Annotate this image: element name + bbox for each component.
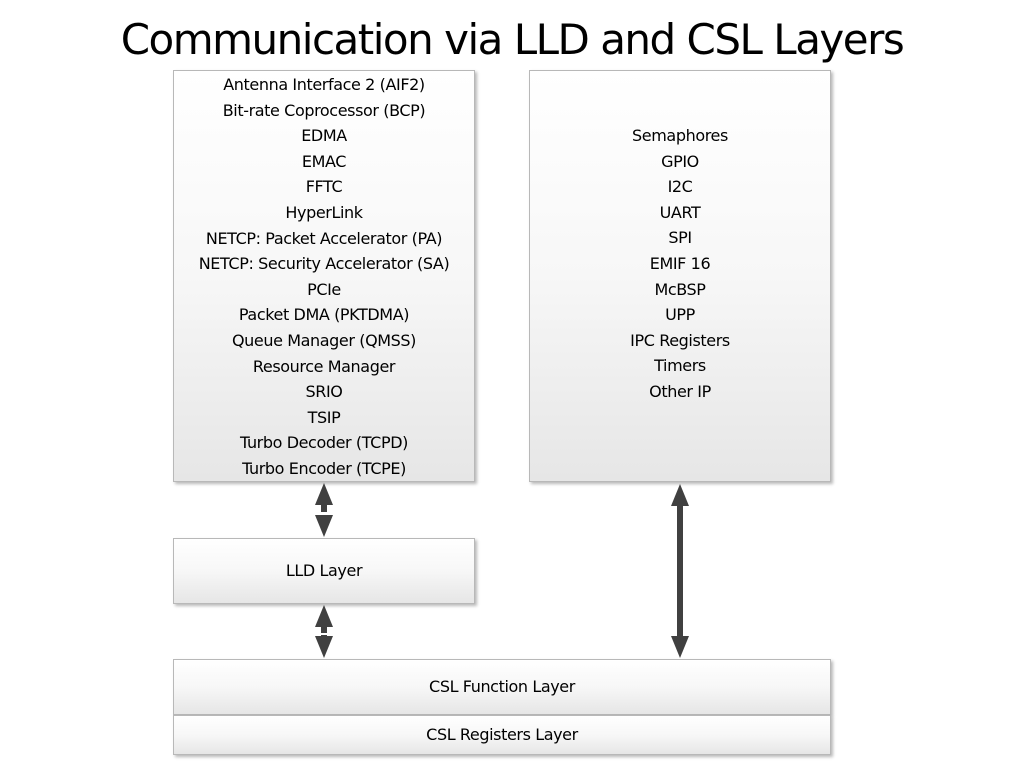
csl-function-layer-label: CSL Function Layer (429, 677, 575, 696)
peripheral-item: Turbo Decoder (TCPD) (240, 433, 408, 453)
peripheral-item: Turbo Encoder (TCPE) (242, 458, 406, 478)
arrow-head-down (671, 636, 689, 658)
csl-ip-item: IPC Registers (630, 330, 730, 350)
peripheral-item: Resource Manager (252, 356, 396, 376)
lld-layer-box: LLD Layer (173, 538, 475, 604)
csl-ip-item: EMIF 16 (649, 253, 711, 273)
peripheral-item: Bit-rate Coprocessor (BCP) (222, 100, 426, 120)
arrow-shaft-upper (321, 504, 327, 512)
peripherals-list: Antenna Interface 2 (AIF2) Bit-rate Copro… (174, 72, 474, 482)
arrow-shaft (677, 504, 683, 638)
csl-ip-item: Other IP (649, 381, 711, 401)
peripheral-item: TSIP (307, 407, 341, 427)
peripheral-item: Queue Manager (QMSS) (231, 330, 417, 350)
csl-registers-layer-label: CSL Registers Layer (426, 725, 578, 744)
peripheral-item: FFTC (305, 177, 343, 197)
peripheral-item: EDMA (301, 126, 347, 146)
page-title: Communication via LLD and CSL Layers (120, 15, 905, 64)
csl-ip-item: SPI (668, 228, 692, 248)
arrow-shaft-upper (321, 626, 327, 633)
peripherals-lld-arrow (315, 483, 333, 537)
arrow-head-up (315, 483, 333, 505)
peripherals-box: Antenna Interface 2 (AIF2) Bit-rate Copro… (173, 70, 475, 482)
csl-ip-item: UPP (665, 305, 695, 325)
csl-ip-item: Semaphores (632, 126, 728, 145)
csl-ip-item: Timers (654, 356, 706, 376)
peripheral-item: NETCP: Packet Accelerator (PA) (205, 228, 443, 248)
arrow-head-down (315, 515, 333, 537)
lld-csl-arrow (315, 605, 333, 658)
peripheral-item: NETCP: Security Accelerator (SA) (198, 254, 450, 274)
csl-ip-item: UART (659, 202, 701, 222)
csl-ip-item: I2C (667, 177, 693, 197)
arrow-head-down (315, 636, 333, 658)
csl-ip-item: GPIO (661, 151, 699, 171)
peripheral-item: HyperLink (285, 202, 363, 222)
peripheral-item: EMAC (301, 151, 347, 171)
peripheral-item: Packet DMA (PKTDMA) (238, 305, 410, 325)
peripheral-item: SRIO (305, 382, 343, 402)
peripheral-item: PCIe (307, 279, 341, 299)
lld-layer-label: LLD Layer (285, 561, 363, 580)
peripheral-item: Antenna Interface 2 (AIF2) (223, 75, 425, 94)
arrow-head-up (315, 605, 333, 627)
csl-function-layer-box: CSL Function Layer (173, 659, 831, 715)
arrow-head-up (671, 484, 689, 506)
csl-registers-layer-box: CSL Registers Layer (173, 715, 831, 755)
csl-ip-item: McBSP (654, 279, 706, 299)
csl-ip-csl-arrow (671, 484, 689, 658)
